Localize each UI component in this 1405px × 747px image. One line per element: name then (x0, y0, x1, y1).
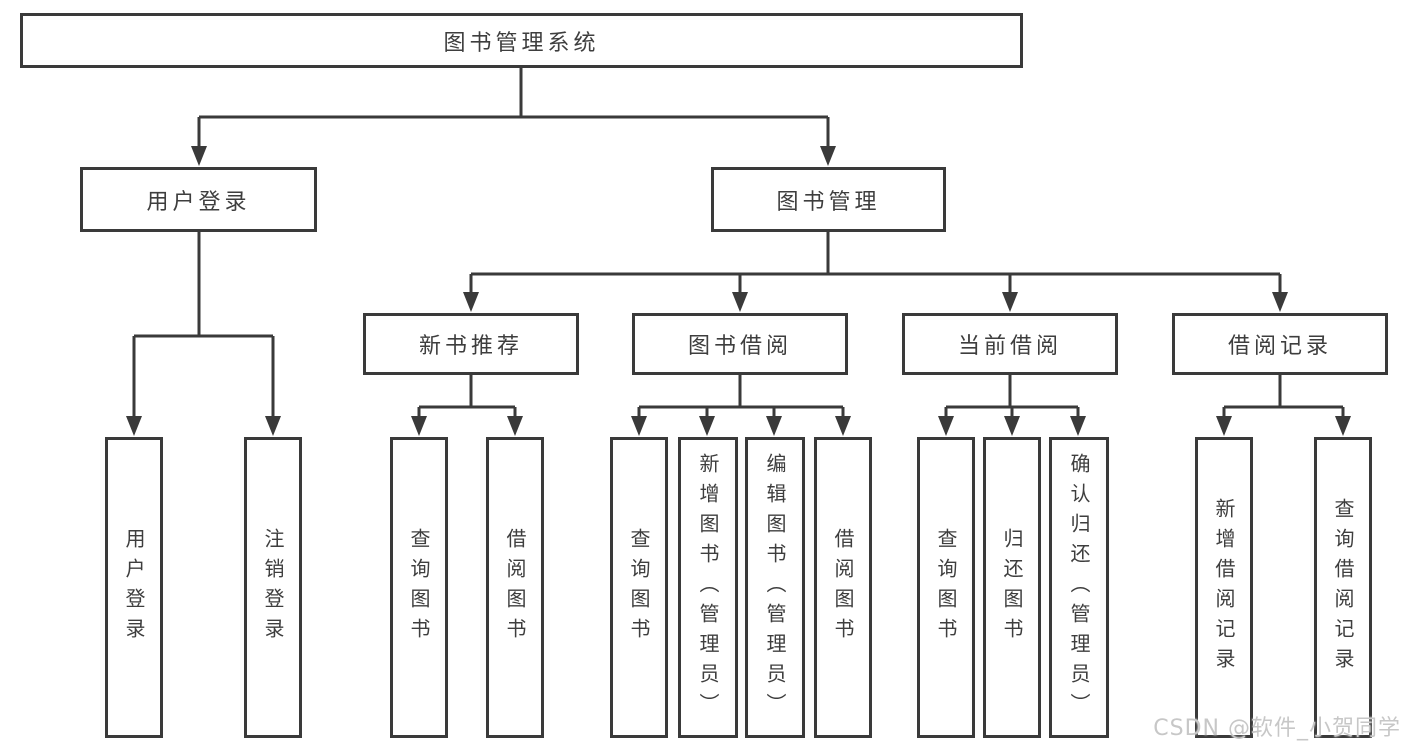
node-label: 当前借阅 (957, 334, 1062, 359)
node-label: 注销登录 (261, 527, 285, 648)
node-label: 确认归还（管理员） (1067, 452, 1091, 723)
node-borrow-books-recommend: 借阅图书 (486, 437, 544, 738)
node-borrow-records: 借阅记录 (1172, 313, 1388, 375)
node-label: 查询图书 (407, 527, 431, 648)
node-label: 图书管理 (776, 189, 881, 215)
node-confirm-return-admin: 确认归还（管理员） (1049, 437, 1109, 738)
node-label: 借阅图书 (503, 527, 527, 648)
node-user-login-group: 用户登录 (80, 167, 317, 232)
csdn-watermark: CSDN @软件_小贺同学 (1153, 716, 1401, 741)
node-label: 查询图书 (934, 527, 958, 648)
node-label: 编辑图书（管理员） (763, 452, 787, 723)
node-current-borrowing: 当前借阅 (902, 313, 1118, 375)
node-book-borrowing: 图书借阅 (632, 313, 848, 375)
node-library-management-system: 图书管理系统 (20, 13, 1023, 68)
node-search-borrow-record: 查询借阅记录 (1314, 437, 1372, 738)
node-add-book-admin: 新增图书（管理员） (678, 437, 738, 738)
node-label: 查询借阅记录 (1331, 497, 1355, 678)
node-edit-book-admin: 编辑图书（管理员） (745, 437, 805, 738)
node-label: 图书借阅 (687, 334, 792, 359)
node-book-management: 图书管理 (711, 167, 946, 232)
node-search-books-borrowing: 查询图书 (610, 437, 668, 738)
node-search-books-recommend: 查询图书 (390, 437, 448, 738)
node-return-book: 归还图书 (983, 437, 1041, 738)
node-label: 借阅记录 (1227, 334, 1332, 359)
node-label: 归还图书 (1000, 527, 1024, 648)
node-add-borrow-record: 新增借阅记录 (1195, 437, 1253, 738)
node-borrow-books-borrowing: 借阅图书 (814, 437, 872, 738)
node-label: 新增图书（管理员） (696, 452, 720, 723)
node-logout: 注销登录 (244, 437, 302, 738)
node-label: 查询图书 (627, 527, 651, 648)
node-user-login: 用户登录 (105, 437, 163, 738)
node-new-book-recommend: 新书推荐 (363, 313, 579, 375)
node-label: 借阅图书 (831, 527, 855, 648)
node-label: 用户登录 (122, 527, 146, 648)
node-label: 新增借阅记录 (1212, 497, 1236, 678)
node-search-books-current: 查询图书 (917, 437, 975, 738)
node-label: 用户登录 (146, 189, 251, 215)
node-label: 图书管理系统 (443, 30, 600, 56)
node-label: 新书推荐 (418, 334, 523, 359)
